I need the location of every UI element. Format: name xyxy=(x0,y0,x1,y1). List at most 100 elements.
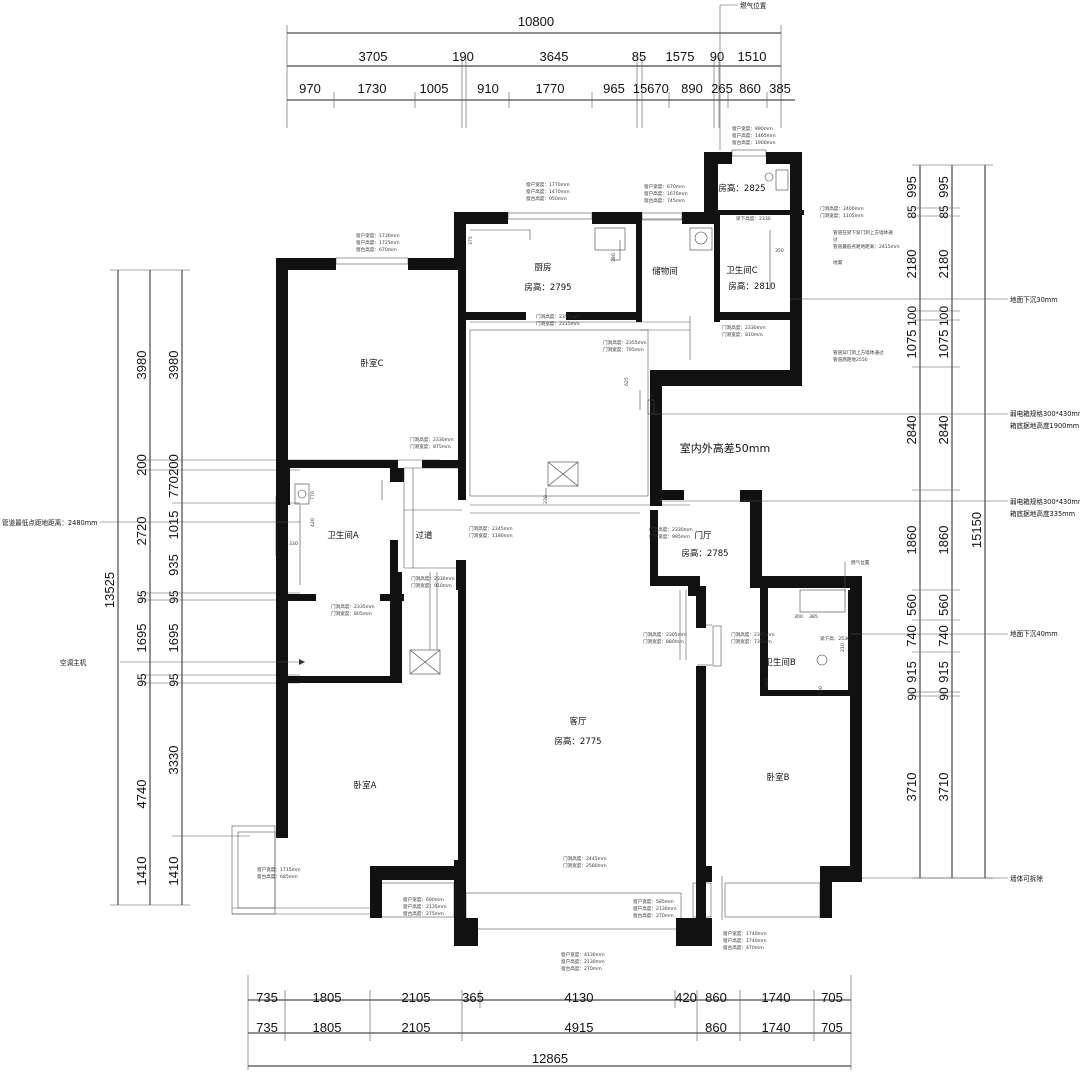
top-dim: 385 xyxy=(769,81,791,96)
svg-text:门洞宽度：1180mm: 门洞宽度：1180mm xyxy=(469,532,513,539)
small-dim: 350 xyxy=(775,248,784,254)
note-block: 门洞高度：2330mm 门洞宽度：875mm xyxy=(410,436,454,450)
right-dim-inner: 2180 xyxy=(936,250,951,279)
small-dim: 420 xyxy=(310,518,316,527)
svg-text:门洞宽度：810mm: 门洞宽度：810mm xyxy=(722,331,763,338)
foyer-height-label: 房高：2785 xyxy=(681,548,728,559)
note-block: 管道穿门洞上方墙体通过 管道底距地2550 xyxy=(833,349,884,363)
note-block: 门洞高度：2445mm 门洞宽度：2580mm xyxy=(563,855,607,869)
kitchen-label: 厨房 xyxy=(534,262,551,273)
bottom-dim: 1740 xyxy=(762,990,791,1005)
svg-text:窗台高度：275mm: 窗台高度：275mm xyxy=(403,910,444,917)
top-dim: 965 xyxy=(603,81,625,96)
weak-box-2-spec-label: 弱电箱规格300*430mm xyxy=(1010,497,1080,506)
small-dim: 375 xyxy=(468,236,474,245)
note-block: 窗户宽度：1770mm 窗户高度：1470mm 窗台高度：950mm xyxy=(526,181,570,202)
small-dim: 300 xyxy=(794,614,803,620)
svg-text:管道底距地2550: 管道底距地2550 xyxy=(833,356,868,363)
note-block: 门洞高度：2330mm 门洞宽度：995mm xyxy=(649,526,693,540)
top-dimension-lines xyxy=(286,4,795,150)
top-dim: 15 xyxy=(633,81,647,96)
gas-position-label: 燃气位置 xyxy=(740,1,767,10)
svg-text:门洞高度：2345mm: 门洞高度：2345mm xyxy=(469,525,513,532)
svg-text:门洞高度：2330mm: 门洞高度：2330mm xyxy=(411,575,455,582)
small-dim: 340 xyxy=(764,679,770,688)
bath-a-label: 卫生间A xyxy=(327,530,359,541)
top-dim: 1770 xyxy=(536,81,565,96)
small-dim: 230 xyxy=(543,495,549,504)
weak-box-1-spec-label: 弱电箱规格300*430mm xyxy=(1010,409,1080,418)
note-block: 门洞高度：2400mm 门洞宽度：1105mm xyxy=(820,205,864,219)
bottom-dim: 4130 xyxy=(565,990,594,1005)
svg-text:门洞高度：2400mm: 门洞高度：2400mm xyxy=(820,205,864,212)
bottom-dim: 735 xyxy=(256,990,278,1005)
bottom-dimension-labels: 735 1805 2105 365 4130 420 860 1740 705 … xyxy=(256,990,843,1066)
gas-position-label-right: 燃气位置 xyxy=(851,559,870,566)
svg-text:门洞高度：2335mm: 门洞高度：2335mm xyxy=(331,603,375,610)
svg-text:窗户高度：1725mm: 窗户高度：1725mm xyxy=(356,239,400,246)
top-dim: 1575 xyxy=(666,49,695,64)
right-total-dim: 15150 xyxy=(969,512,984,548)
svg-text:管道在梁下穿门洞上方墙体通: 管道在梁下穿门洞上方墙体通 xyxy=(833,229,893,236)
top-dim: 85 xyxy=(632,49,646,64)
floor-sink-40-label: 地面下沉40mm xyxy=(1010,629,1058,638)
bottom-dim: 1740 xyxy=(762,1020,791,1035)
left-dim-inner: 770 xyxy=(166,476,181,498)
top-dim: 1005 xyxy=(420,81,449,96)
right-dim-inner: 1860 xyxy=(936,526,951,555)
left-dim-inner: 95 xyxy=(167,673,181,687)
svg-text:过: 过 xyxy=(833,236,838,243)
right-dim-inner: 995 xyxy=(936,176,951,198)
note-block: 地漏 xyxy=(833,259,843,266)
svg-text:窗台高度：670mm: 窗台高度：670mm xyxy=(356,246,397,253)
note-block: 门洞高度：2355mm 门洞宽度：2315mm xyxy=(536,313,580,327)
living-room-height-label: 房高：2775 xyxy=(554,736,601,747)
right-dim: 560 xyxy=(904,594,919,616)
left-dim-inner: 95 xyxy=(167,590,181,604)
note-block: 窗户宽度：1730mm 窗户高度：1725mm 窗台高度：670mm xyxy=(356,232,400,253)
svg-text:门洞宽度：2315mm: 门洞宽度：2315mm xyxy=(536,320,580,327)
top-dim: 190 xyxy=(452,49,474,64)
top-total-dim: 10800 xyxy=(518,14,554,29)
svg-text:梁下高：2530: 梁下高：2530 xyxy=(820,635,850,642)
top-dim: 890 xyxy=(681,81,703,96)
room-labels: 厨房 房高：2795 储物间 房高：2825 卫生间C 房高：2810 卧室C … xyxy=(327,183,795,791)
left-dim: 1695 xyxy=(134,624,149,653)
svg-text:门洞宽度：910mm: 门洞宽度：910mm xyxy=(411,582,452,589)
note-block: 门洞高度：2330mm 门洞宽度：910mm xyxy=(411,575,455,589)
left-dim-inner: 200 xyxy=(166,454,181,476)
small-dim: 330 xyxy=(289,541,298,547)
right-dim: 2840 xyxy=(904,416,919,445)
fixtures xyxy=(294,169,846,675)
wall-removable-label: 墙体可拆除 xyxy=(1010,874,1043,883)
svg-text:窗户高度：1670mm: 窗户高度：1670mm xyxy=(644,190,688,197)
bath-c-label: 卫生间C xyxy=(726,265,758,276)
svg-text:窗户高度：1465mm: 窗户高度：1465mm xyxy=(732,132,776,139)
right-dim: 2180 xyxy=(904,250,919,279)
left-dim-inner: 3330 xyxy=(166,746,181,775)
bath-c-height-label: 房高：2825 xyxy=(718,183,765,194)
right-dim-inner: 3710 xyxy=(936,773,951,802)
small-dim: 385 xyxy=(809,614,818,620)
note-block: 门洞高度：2355mm 门洞宽度：795mm xyxy=(603,339,647,353)
svg-text:窗户宽度：1715mm: 窗户宽度：1715mm xyxy=(257,866,301,873)
right-dim-inner: 85 xyxy=(937,205,951,219)
note-block: 门洞高度：2330mm 门洞宽度：810mm xyxy=(722,324,766,338)
top-dim: 860 xyxy=(739,81,761,96)
note-block: 梁下高：2530 xyxy=(820,635,850,642)
left-dim-inner: 935 xyxy=(166,554,181,576)
small-dim: 210 xyxy=(840,643,846,652)
left-dim-inner: 1015 xyxy=(166,511,181,540)
svg-text:窗户宽度：1730mm: 窗户宽度：1730mm xyxy=(356,232,400,239)
right-dim: 740 xyxy=(904,625,919,647)
right-dim-inner: 560 xyxy=(936,594,951,616)
left-dim: 1410 xyxy=(134,857,149,886)
opening-notes: 窗户宽度：890mm 窗户高度：1465mm 窗台高度：1900mm 窗户宽度：… xyxy=(257,125,900,972)
svg-text:门洞宽度：995mm: 门洞宽度：995mm xyxy=(649,533,690,540)
svg-text:门洞宽度：795mm: 门洞宽度：795mm xyxy=(603,346,644,353)
svg-text:窗户高度：1740mm: 窗户高度：1740mm xyxy=(723,937,767,944)
corridor-label: 过道 xyxy=(415,530,433,541)
pipe-lowest-point-label: 管道最低点距地距离：2480mm xyxy=(2,518,98,527)
right-dim: 85 xyxy=(905,205,919,219)
